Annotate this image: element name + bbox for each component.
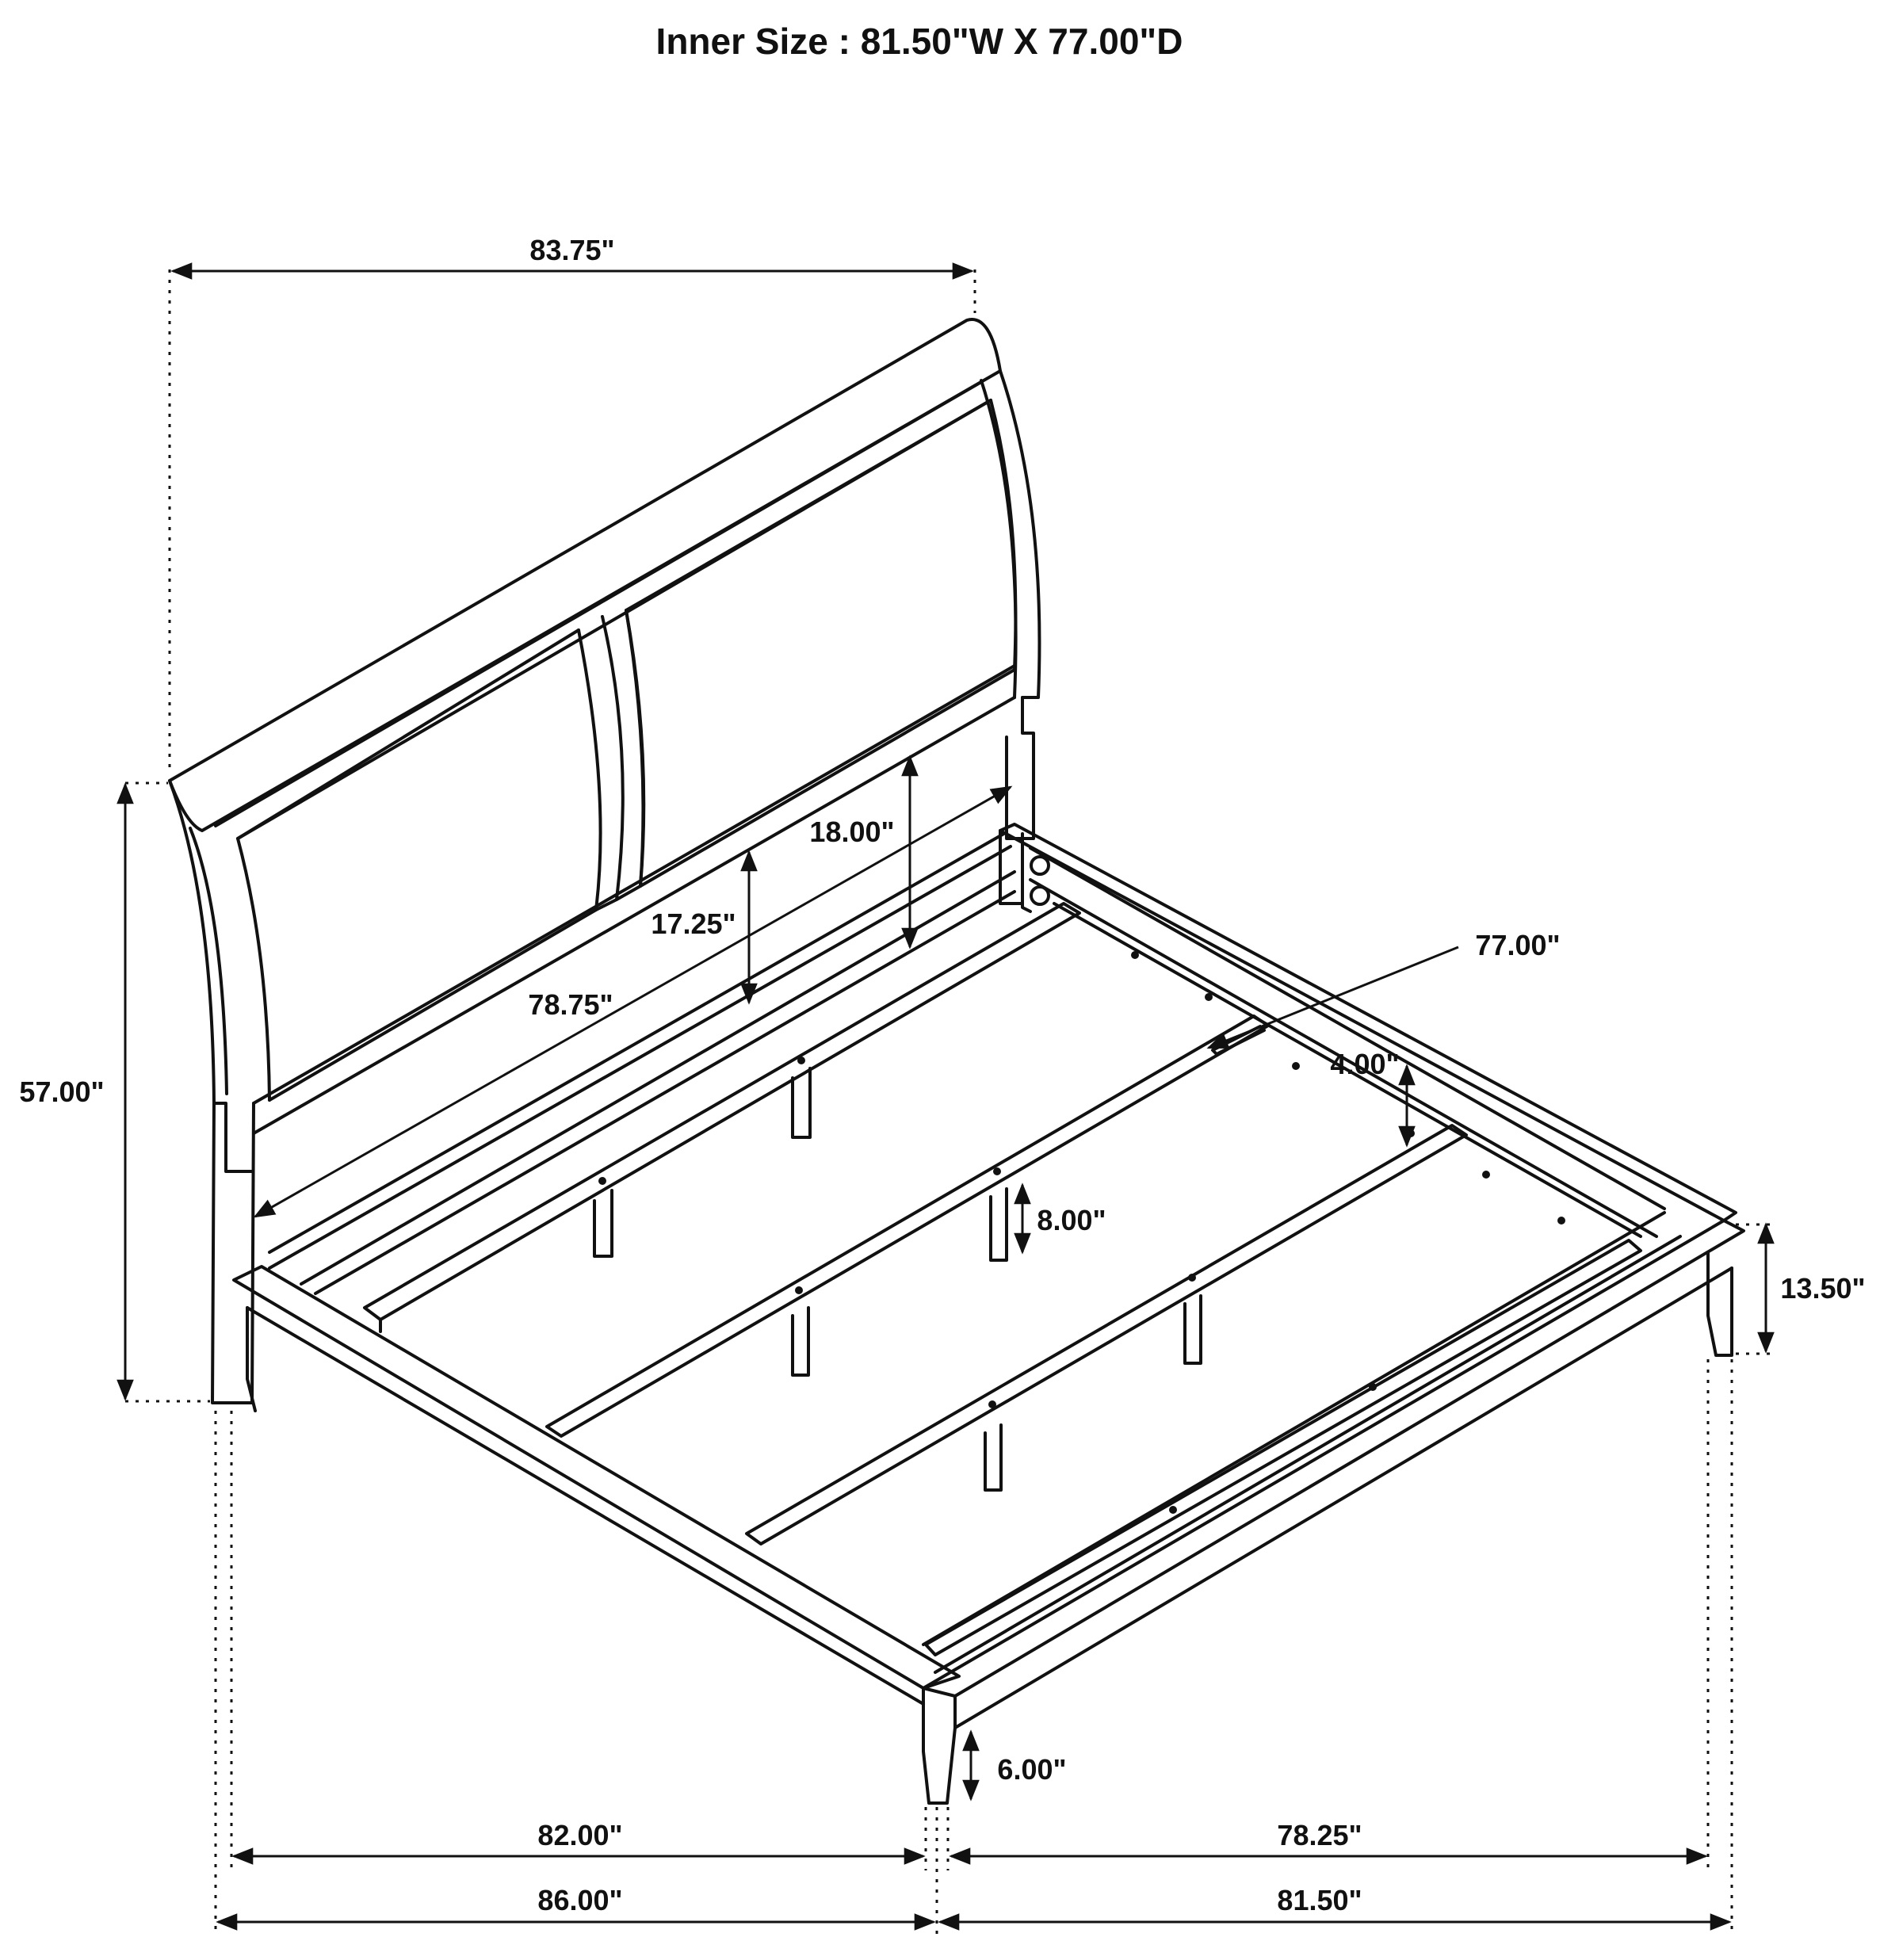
label-leg-clearance: 6.00"	[997, 1753, 1066, 1786]
label-panel-height-front: 17.25"	[651, 907, 736, 940]
center-support	[363, 902, 1642, 1656]
dimension-labels: 83.75" 57.00" 17.25" 18.00" 78.75" 77.00…	[19, 234, 1865, 1916]
label-total-height: 57.00"	[19, 1076, 104, 1108]
dimension-lines	[117, 262, 1775, 1934]
label-slat-leg-height: 8.00"	[1037, 1204, 1106, 1236]
label-side-inner: 82.00"	[537, 1819, 622, 1851]
label-rail-height: 4.00"	[1330, 1048, 1399, 1080]
label-foot-inner: 78.25"	[1277, 1819, 1362, 1851]
label-headboard-width: 83.75"	[529, 234, 614, 266]
label-inner-length: 78.75"	[528, 988, 613, 1021]
right-side-rail	[999, 823, 1737, 1238]
left-side-rail	[268, 831, 1016, 1295]
label-overall-length: 86.00"	[537, 1884, 622, 1916]
label-panel-height-rear: 18.00"	[809, 816, 894, 848]
footboard	[232, 1211, 1745, 1805]
label-inner-width: 77.00"	[1475, 929, 1560, 961]
diagram-title: Inner Size : 81.50"W X 77.00"D	[656, 21, 1183, 62]
label-footboard-height: 13.50"	[1780, 1272, 1865, 1305]
label-overall-width: 81.50"	[1277, 1884, 1362, 1916]
